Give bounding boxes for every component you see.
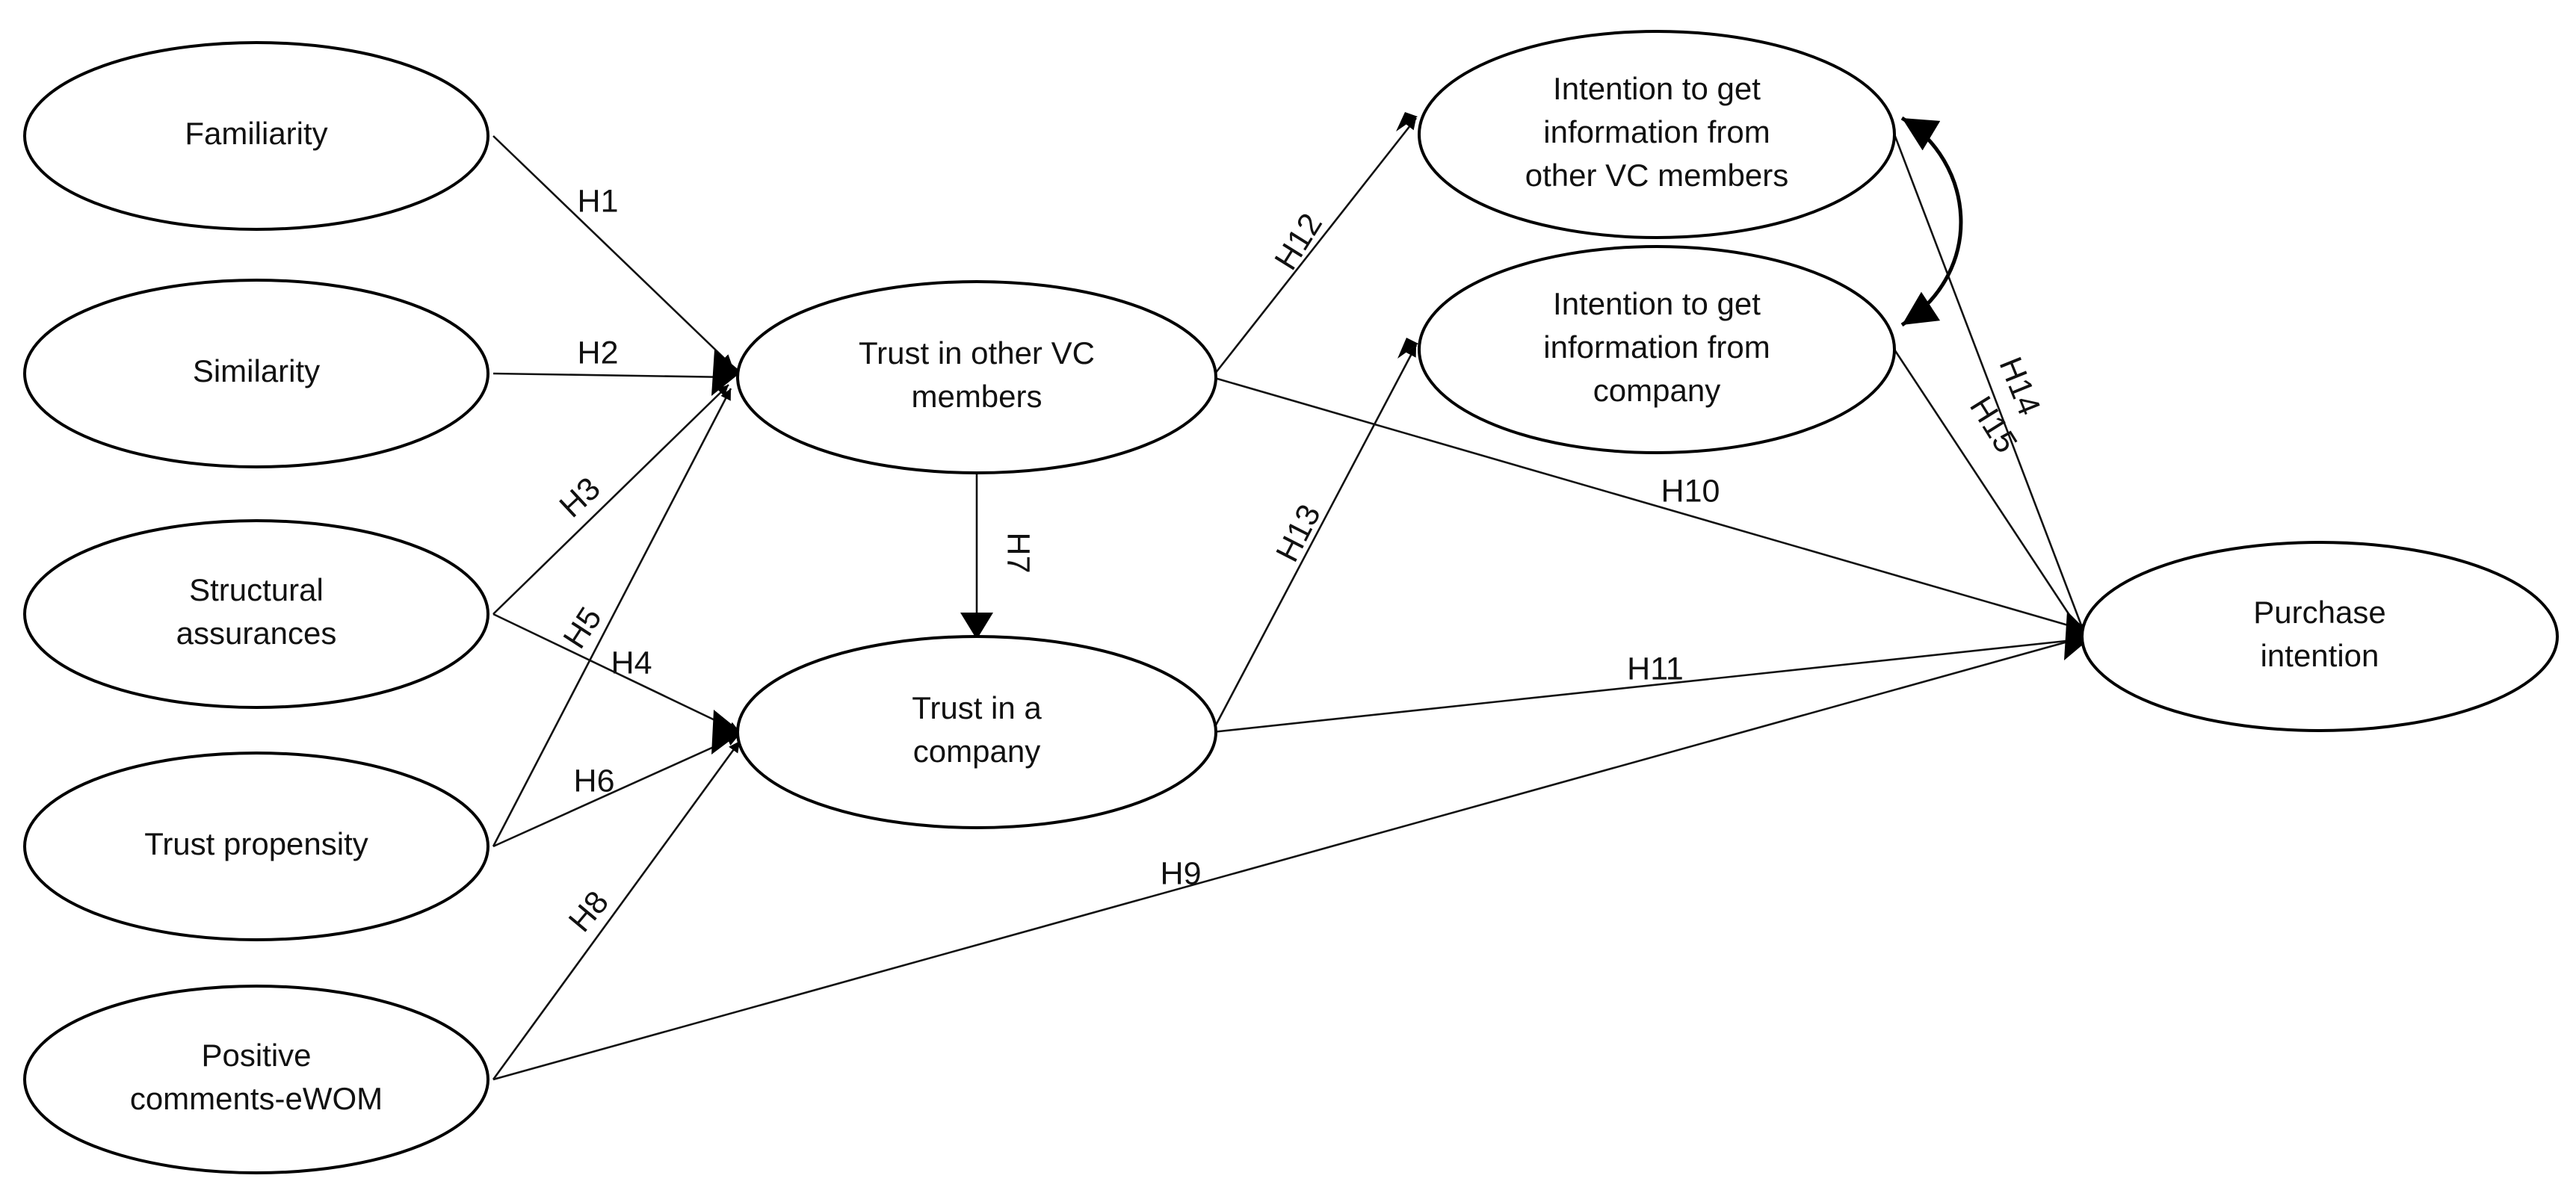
edge-infoco-to-purchase: [1893, 349, 2087, 639]
node-purchase-label-line-1: intention: [2261, 638, 2379, 673]
node-purchase-label-line-0: Purchase: [2253, 595, 2385, 630]
edge-propensity-to-trustco: [492, 734, 739, 848]
node-similarity-ellipse: [23, 279, 489, 468]
node-infoco-label-line-0: Intention to get: [1553, 286, 1761, 321]
node-trustvc-label-line-1: members: [911, 379, 1042, 414]
node-structural-ellipse: [23, 519, 489, 709]
node-familiarity-ellipse: [23, 41, 489, 231]
edge-label-h7: H7: [1001, 533, 1037, 574]
node-familiarity-label-line-0: Familiarity: [185, 116, 327, 151]
node-trustco-label-line-1: company: [913, 734, 1040, 769]
edge-label-h9: H9: [1161, 855, 1202, 891]
node-purchase-ellipse: [2081, 541, 2559, 732]
arrowhead-trustco: [711, 710, 741, 755]
edge-ewom-to-trustco: [492, 740, 741, 1080]
node-infovc: Intention to get information from other VC…: [1418, 30, 1896, 239]
node-familiarity: Familiarity: [23, 41, 489, 231]
node-ewom-ellipse: [23, 985, 489, 1174]
edge-similarity-to-trustvc: [492, 371, 732, 383]
node-similarity: Similarity: [23, 279, 489, 468]
node-structural-label-line-0: Structural: [189, 572, 324, 607]
edge-label-h3: H3: [553, 471, 608, 525]
node-trustco-ellipse: [736, 635, 1217, 829]
correlation-infovc-infoco: [1900, 116, 1963, 327]
edge-trustco-to-purchase: [1211, 634, 2088, 734]
edge-propensity-to-trustvc: [492, 388, 732, 847]
node-similarity-label-line-0: Similarity: [193, 353, 320, 388]
node-infoco-ellipse: [1418, 245, 1896, 454]
edge-label-h10: H10: [1661, 473, 1720, 509]
edges-layer: [492, 112, 2092, 1081]
node-structural-label-line-1: assurances: [176, 616, 337, 651]
edge-label-h1: H1: [578, 183, 619, 219]
arrowhead-infovc: [1396, 112, 1418, 131]
edge-label-h12: H12: [1268, 207, 1330, 276]
node-infovc-label-line-1: information from: [1543, 114, 1770, 149]
arrowhead-purchase: [2064, 611, 2092, 660]
node-trustvc-label-line-0: Trust in other VC: [859, 335, 1095, 371]
edge-ewom-to-purchase: [492, 633, 2087, 1081]
edge-familiarity-to-trustvc: [492, 135, 733, 367]
node-infoco-label-line-1: information from: [1543, 329, 1770, 365]
node-propensity-label-line-0: Trust propensity: [144, 826, 368, 861]
node-trustco-label-line-0: Trust in a: [912, 690, 1042, 725]
arrowhead-trustco-top: [960, 613, 993, 639]
node-ewom-label-line-1: comments-eWOM: [130, 1081, 383, 1116]
edge-structural-to-trustvc: [492, 384, 729, 615]
edge-trustco-to-infoco: [1211, 344, 1418, 733]
node-purchase: Purchase intention: [2081, 541, 2559, 732]
node-propensity-ellipse: [23, 752, 489, 941]
edge-infovc-to-purchase: [1893, 134, 2087, 636]
edge-trustvc-to-infovc: [1211, 117, 1418, 378]
node-infoco: Intention to get information from company: [1418, 245, 1896, 454]
node-propensity: Trust propensity: [23, 752, 489, 941]
node-trustvc: Trust in other VC members: [736, 280, 1217, 474]
node-ewom: Positive comments-eWOM: [23, 985, 489, 1174]
edge-label-h2: H2: [578, 335, 619, 371]
edge-label-h5: H5: [557, 601, 609, 654]
edge-label-h8: H8: [562, 884, 616, 939]
node-infovc-label-line-2: other VC members: [1525, 158, 1788, 193]
arrowhead-infoco: [1397, 338, 1418, 359]
node-structural: Structural assurances: [23, 519, 489, 709]
node-ewom-label-line-0: Positive: [201, 1038, 311, 1073]
edge-structural-to-trustco: [492, 613, 741, 734]
node-infovc-label-line-0: Intention to get: [1553, 71, 1761, 106]
node-trustvc-ellipse: [736, 280, 1217, 474]
node-infoco-label-line-2: company: [1593, 373, 1720, 408]
node-trustco: Trust in a company: [736, 635, 1217, 829]
arrowhead-trustvc: [711, 350, 741, 396]
edge-label-h13: H13: [1269, 499, 1328, 568]
edge-label-h6: H6: [574, 763, 615, 799]
edge-label-h11: H11: [1627, 651, 1684, 687]
edge-label-h4: H4: [611, 645, 652, 681]
edge-trustvc-to-purchase: [1211, 376, 2089, 634]
node-infovc-ellipse: [1418, 30, 1896, 239]
